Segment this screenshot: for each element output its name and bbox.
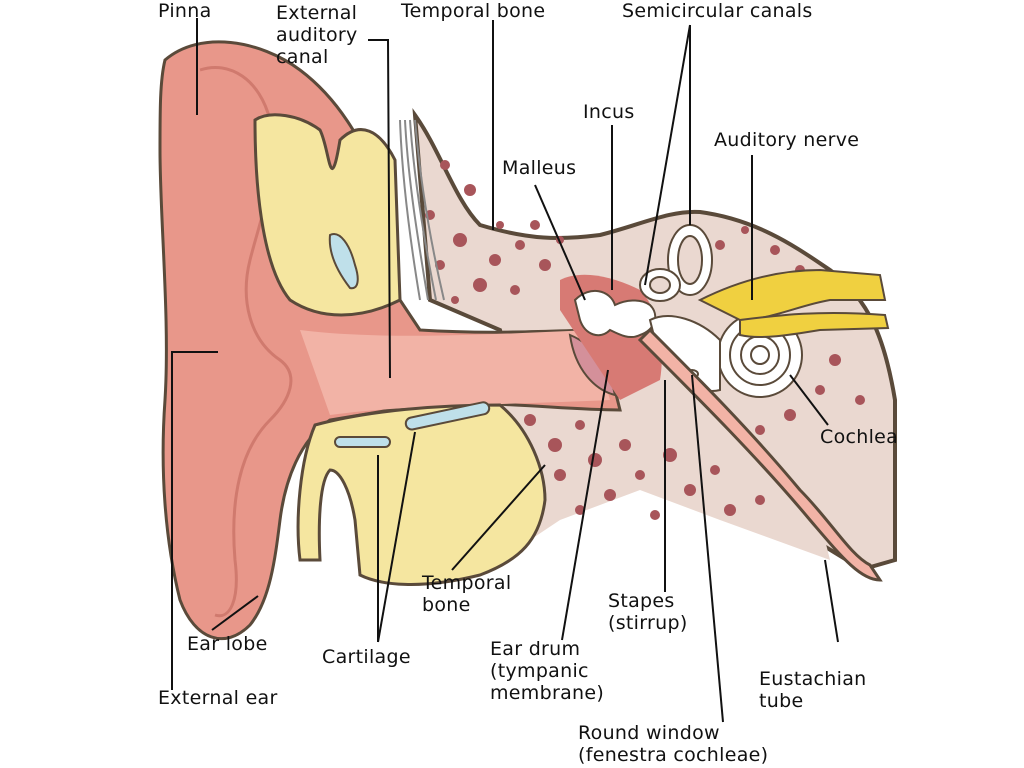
label-external-auditory-canal: External auditory canal	[276, 2, 358, 68]
label-external-ear: External ear	[158, 687, 278, 709]
canal-hairs	[399, 119, 445, 301]
label-cartilage: Cartilage	[322, 646, 411, 668]
label-ear-lobe: Ear lobe	[187, 633, 268, 655]
label-temporal-bone-top: Temporal bone	[401, 0, 546, 22]
label-ear-drum: Ear drum (tympanic membrane)	[490, 638, 605, 704]
label-malleus: Malleus	[502, 157, 577, 179]
ear-canal-shape	[300, 330, 610, 415]
label-round-window: Round window (fenestra cochleae)	[578, 722, 769, 766]
label-auditory-nerve: Auditory nerve	[714, 129, 860, 151]
cartilage-upper	[253, 113, 402, 317]
right-edge-crop	[930, 0, 1024, 768]
bone-spots	[425, 160, 865, 520]
eustachian-tube-shape	[637, 327, 883, 582]
label-incus: Incus	[583, 101, 635, 123]
label-cochlea: Cochlea	[820, 426, 899, 448]
inner-ear	[639, 224, 803, 398]
label-pinna: Pinna	[158, 0, 212, 22]
label-eustachian-tube: Eustachian tube	[759, 668, 867, 712]
label-stapes: Stapes (stirrup)	[608, 590, 688, 634]
auditory-nerve-branch	[739, 311, 890, 339]
blue-cartilage-upper	[328, 233, 359, 290]
blue-cartilage-lower-1	[334, 436, 391, 448]
label-temporal-bone-lower: Temporal bone	[422, 572, 512, 616]
cartilage-lower	[296, 403, 547, 586]
leader-lines	[171, 18, 839, 723]
label-semicircular-canals: Semicircular canals	[622, 0, 813, 22]
blue-cartilage-lower-2	[404, 401, 491, 431]
